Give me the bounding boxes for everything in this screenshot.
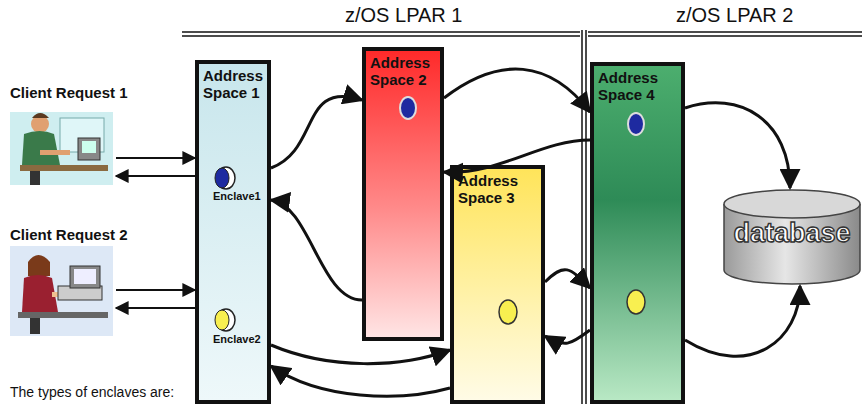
flow-arrow — [116, 175, 195, 177]
flow-arrow — [116, 157, 195, 159]
address-space-box: Address Space 1 — [195, 60, 271, 404]
enclave-label: Enclave2 — [213, 333, 261, 345]
flow-arrow — [685, 286, 800, 356]
flow-arrow — [271, 200, 362, 300]
lpar-label: z/OS LPAR 1 — [345, 4, 462, 27]
database-label: database — [722, 218, 862, 249]
client-heading: Client Request 1 — [10, 84, 116, 101]
lpar-label: z/OS LPAR 2 — [676, 4, 793, 27]
client-heading: Client Request 2 — [10, 226, 116, 243]
address-space-label: Address Space 4 — [598, 69, 677, 103]
flow-arrow — [271, 366, 450, 396]
address-space-label: Address Space 3 — [458, 172, 537, 206]
client-request: Client Request 1 — [10, 84, 116, 185]
address-space-box: Address Space 3 — [450, 165, 545, 404]
enclave-oval — [628, 113, 644, 135]
client-figure — [10, 246, 113, 336]
enclave-oval — [400, 97, 416, 119]
flow-arrow — [271, 345, 450, 364]
note-text: The types of enclaves are: — [10, 384, 174, 400]
enclave-oval — [215, 309, 235, 331]
enclave-oval — [627, 290, 645, 314]
client-figure — [10, 112, 113, 185]
enclave-oval — [499, 300, 517, 324]
flow-arrow — [545, 270, 590, 288]
address-space-label: Address Space 1 — [203, 67, 263, 101]
address-space-label: Address Space 2 — [370, 54, 436, 88]
database-cylinder: database — [722, 188, 862, 286]
flow-arrow — [685, 103, 790, 188]
enclave-label: Enclave1 — [213, 190, 261, 202]
enclave-oval — [215, 167, 235, 189]
flow-arrow — [271, 96, 362, 168]
flow-arrow — [116, 289, 195, 291]
flow-arrow — [545, 330, 590, 343]
client-request: Client Request 2 — [10, 226, 116, 336]
flow-arrow — [444, 69, 590, 112]
flow-arrow — [116, 307, 195, 309]
flow-arrow — [444, 140, 590, 172]
address-space-box: Address Space 2 — [362, 47, 444, 341]
